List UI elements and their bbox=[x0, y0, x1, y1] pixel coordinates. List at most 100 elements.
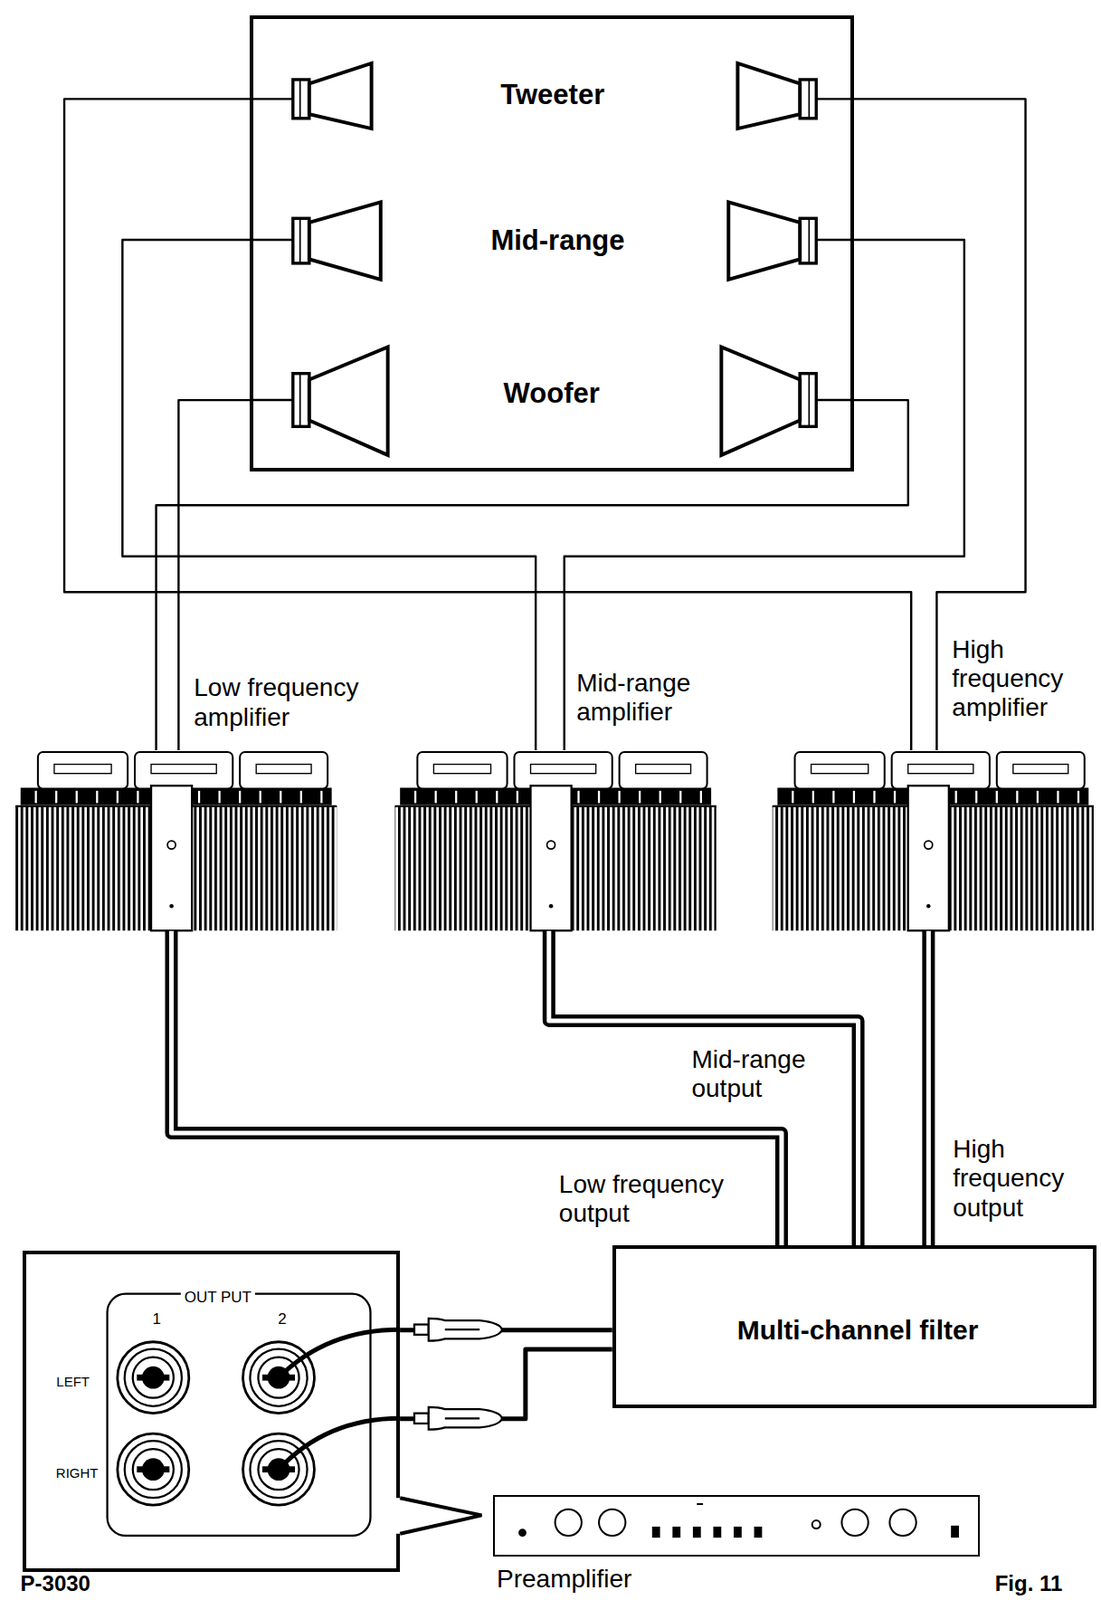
band-gap bbox=[455, 790, 457, 804]
power-amplifiers bbox=[15, 751, 1094, 931]
speaker-stub-wires bbox=[249, 97, 293, 100]
preamplifier-controls bbox=[693, 1527, 701, 1537]
preamplifier-controls bbox=[555, 1509, 582, 1536]
band-gap bbox=[700, 790, 703, 804]
input-bracket bbox=[151, 785, 192, 931]
jack bbox=[136, 1465, 170, 1472]
meter-window bbox=[908, 764, 974, 774]
jack bbox=[124, 1348, 182, 1406]
callout-pointer bbox=[399, 1497, 482, 1533]
speaker-wire bbox=[122, 239, 536, 750]
amplifier-label: Low frequency amplifier bbox=[193, 673, 439, 731]
callout-pointer bbox=[393, 1497, 482, 1533]
meter-window bbox=[531, 764, 597, 774]
filter-label: Multi-channel filter bbox=[737, 1314, 979, 1347]
meter-window bbox=[54, 764, 112, 774]
callout-pointer bbox=[393, 1497, 482, 1533]
connector-path bbox=[399, 1327, 613, 1332]
connector-path bbox=[564, 239, 965, 750]
band-gap bbox=[679, 790, 682, 804]
speaker-stub-wires bbox=[249, 238, 293, 241]
channel-label: LEFT bbox=[56, 1373, 90, 1389]
band-gap bbox=[577, 790, 579, 804]
meter-window bbox=[1013, 764, 1069, 774]
jack-number: 1 bbox=[151, 1309, 161, 1329]
speaker-stub-wires bbox=[249, 398, 293, 401]
band-gap bbox=[495, 790, 498, 804]
speaker-label: Tweeter bbox=[500, 79, 605, 113]
jack bbox=[132, 1448, 174, 1490]
output-panel bbox=[107, 1293, 401, 1536]
input-bracket bbox=[908, 785, 950, 931]
input-bracket bbox=[531, 785, 572, 931]
preamplifier-controls bbox=[951, 1526, 959, 1537]
band-gap bbox=[300, 790, 303, 804]
output-label: Low frequency output bbox=[557, 1169, 766, 1228]
band-gap bbox=[116, 790, 119, 804]
output-label: High frequency output bbox=[950, 1134, 1098, 1223]
amplifier-label: Mid-range amplifier bbox=[576, 668, 730, 727]
preamplifier-controls bbox=[755, 1527, 762, 1537]
jack bbox=[117, 1341, 190, 1414]
amplifier-drawing bbox=[772, 751, 1094, 931]
band-gap bbox=[873, 790, 875, 804]
connector-path bbox=[549, 930, 859, 1245]
bracket-screw bbox=[547, 840, 556, 849]
bracket-dot bbox=[169, 903, 174, 909]
band-gap bbox=[414, 790, 417, 804]
jack bbox=[117, 1433, 190, 1505]
jack-number: 2 bbox=[277, 1309, 286, 1329]
amplifier-unit: High frequency amplifier bbox=[772, 749, 1094, 931]
band-gap bbox=[812, 790, 815, 804]
preamplifier-controls bbox=[841, 1509, 868, 1536]
speaker-enclosure: TweeterMid-rangeWoofer bbox=[249, 15, 855, 472]
band-gap bbox=[75, 790, 78, 804]
meter-cover bbox=[513, 751, 612, 789]
figure-number: Fig. 11 bbox=[995, 1572, 1064, 1595]
speakers-left bbox=[293, 63, 389, 456]
shielded-cable bbox=[549, 930, 859, 1245]
band-gap bbox=[1036, 790, 1039, 804]
speaker-wire bbox=[399, 1348, 613, 1419]
preamplifier-controls bbox=[812, 1519, 821, 1529]
band-gap bbox=[320, 790, 323, 804]
connector-path bbox=[399, 1348, 613, 1419]
band-gap bbox=[617, 790, 620, 804]
amplifier-label: High frequency amplifier bbox=[951, 635, 1095, 723]
speaker-wire bbox=[156, 399, 909, 750]
jack bbox=[243, 1341, 315, 1414]
band-gap bbox=[791, 790, 794, 804]
rca-plug bbox=[428, 1318, 503, 1341]
model-number: P-3030 bbox=[20, 1572, 91, 1595]
connector-path bbox=[921, 930, 935, 1245]
preamplifier-controls bbox=[653, 1527, 660, 1537]
bracket-screw bbox=[924, 840, 933, 849]
band-gap bbox=[893, 790, 896, 804]
band-gap bbox=[259, 790, 262, 804]
speaker-stub-wires bbox=[816, 97, 855, 100]
band-gap bbox=[55, 790, 57, 804]
jack bbox=[124, 1440, 182, 1498]
output-panel bbox=[107, 1293, 371, 1536]
band-gap bbox=[955, 790, 958, 804]
rca-plug bbox=[414, 1318, 503, 1341]
speaker-label: Mid-range bbox=[490, 224, 625, 257]
jack bbox=[243, 1433, 315, 1505]
meter-cover bbox=[134, 751, 233, 789]
band-gap bbox=[516, 790, 519, 804]
band-gap bbox=[1056, 790, 1059, 804]
bracket-dot bbox=[549, 903, 554, 909]
speaker-wire bbox=[64, 98, 912, 750]
jack bbox=[136, 1374, 170, 1381]
filter-box: Multi-channel filter bbox=[612, 1244, 1098, 1408]
preamplifier-unit: Preamplifier bbox=[493, 1494, 980, 1557]
band-gap bbox=[1015, 790, 1018, 804]
output-label: Mid-range output bbox=[689, 1044, 836, 1103]
bracket-screw bbox=[167, 840, 176, 849]
panel-title: OUT PUT bbox=[180, 1288, 256, 1307]
band-gap bbox=[975, 790, 978, 804]
band-gap bbox=[218, 790, 220, 804]
